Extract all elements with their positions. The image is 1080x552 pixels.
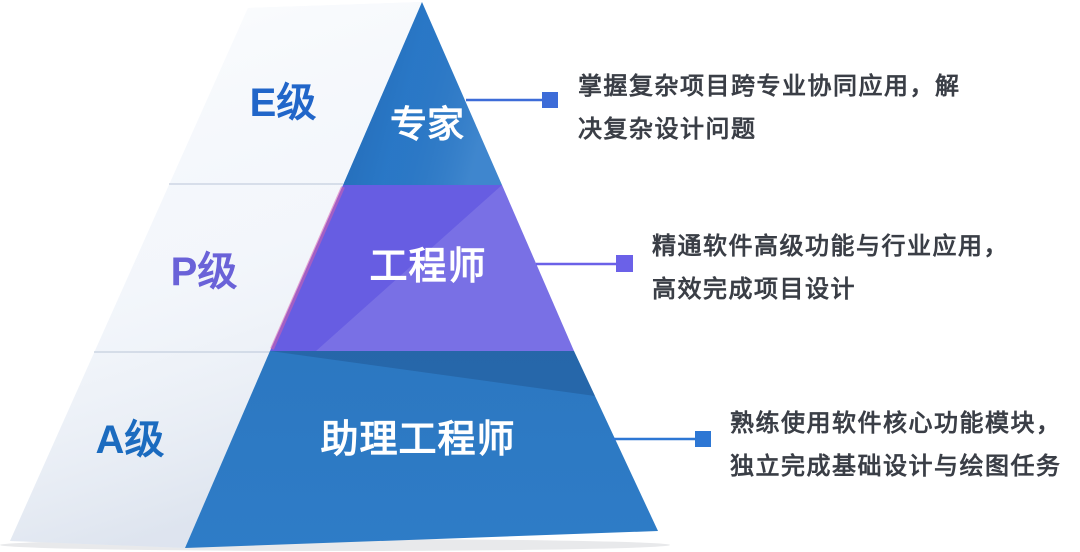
level-segment-engineer-pink-edge: [270, 186, 345, 350]
role-label-assistant: 助理工程师: [320, 419, 515, 461]
description-assistant-line1: 熟练使用软件核心功能模块，: [730, 409, 1062, 437]
level-segment-assistant-sheen: [185, 351, 658, 548]
level-segment-engineer: [270, 185, 574, 351]
description-engineer-line2: 高效完成项目设计: [652, 275, 856, 303]
description-engineer-line1: 精通软件高级功能与行业应用，: [652, 232, 1009, 260]
level-segment-expert-shading: [343, 2, 502, 185]
connector-marker-assistant: [695, 431, 711, 447]
description-assistant-line2: 独立完成基础设计与绘图任务: [730, 452, 1062, 480]
connector-marker-engineer: [616, 255, 633, 272]
grade-label-e: E级: [250, 81, 317, 125]
description-expert-line1: 掌握复杂项目跨专业协同应用，解: [578, 72, 961, 100]
role-label-expert: 专家: [390, 104, 464, 145]
level-segment-engineer-facet: [316, 185, 574, 351]
grade-label-a: A级: [96, 418, 165, 462]
description-expert-line2: 决复杂设计问题: [578, 116, 757, 143]
grade-label-p: P级: [171, 250, 238, 294]
pyramid-left-face-shading: [10, 2, 422, 548]
role-label-engineer: 工程师: [369, 246, 486, 288]
connector-marker-expert: [542, 92, 558, 108]
